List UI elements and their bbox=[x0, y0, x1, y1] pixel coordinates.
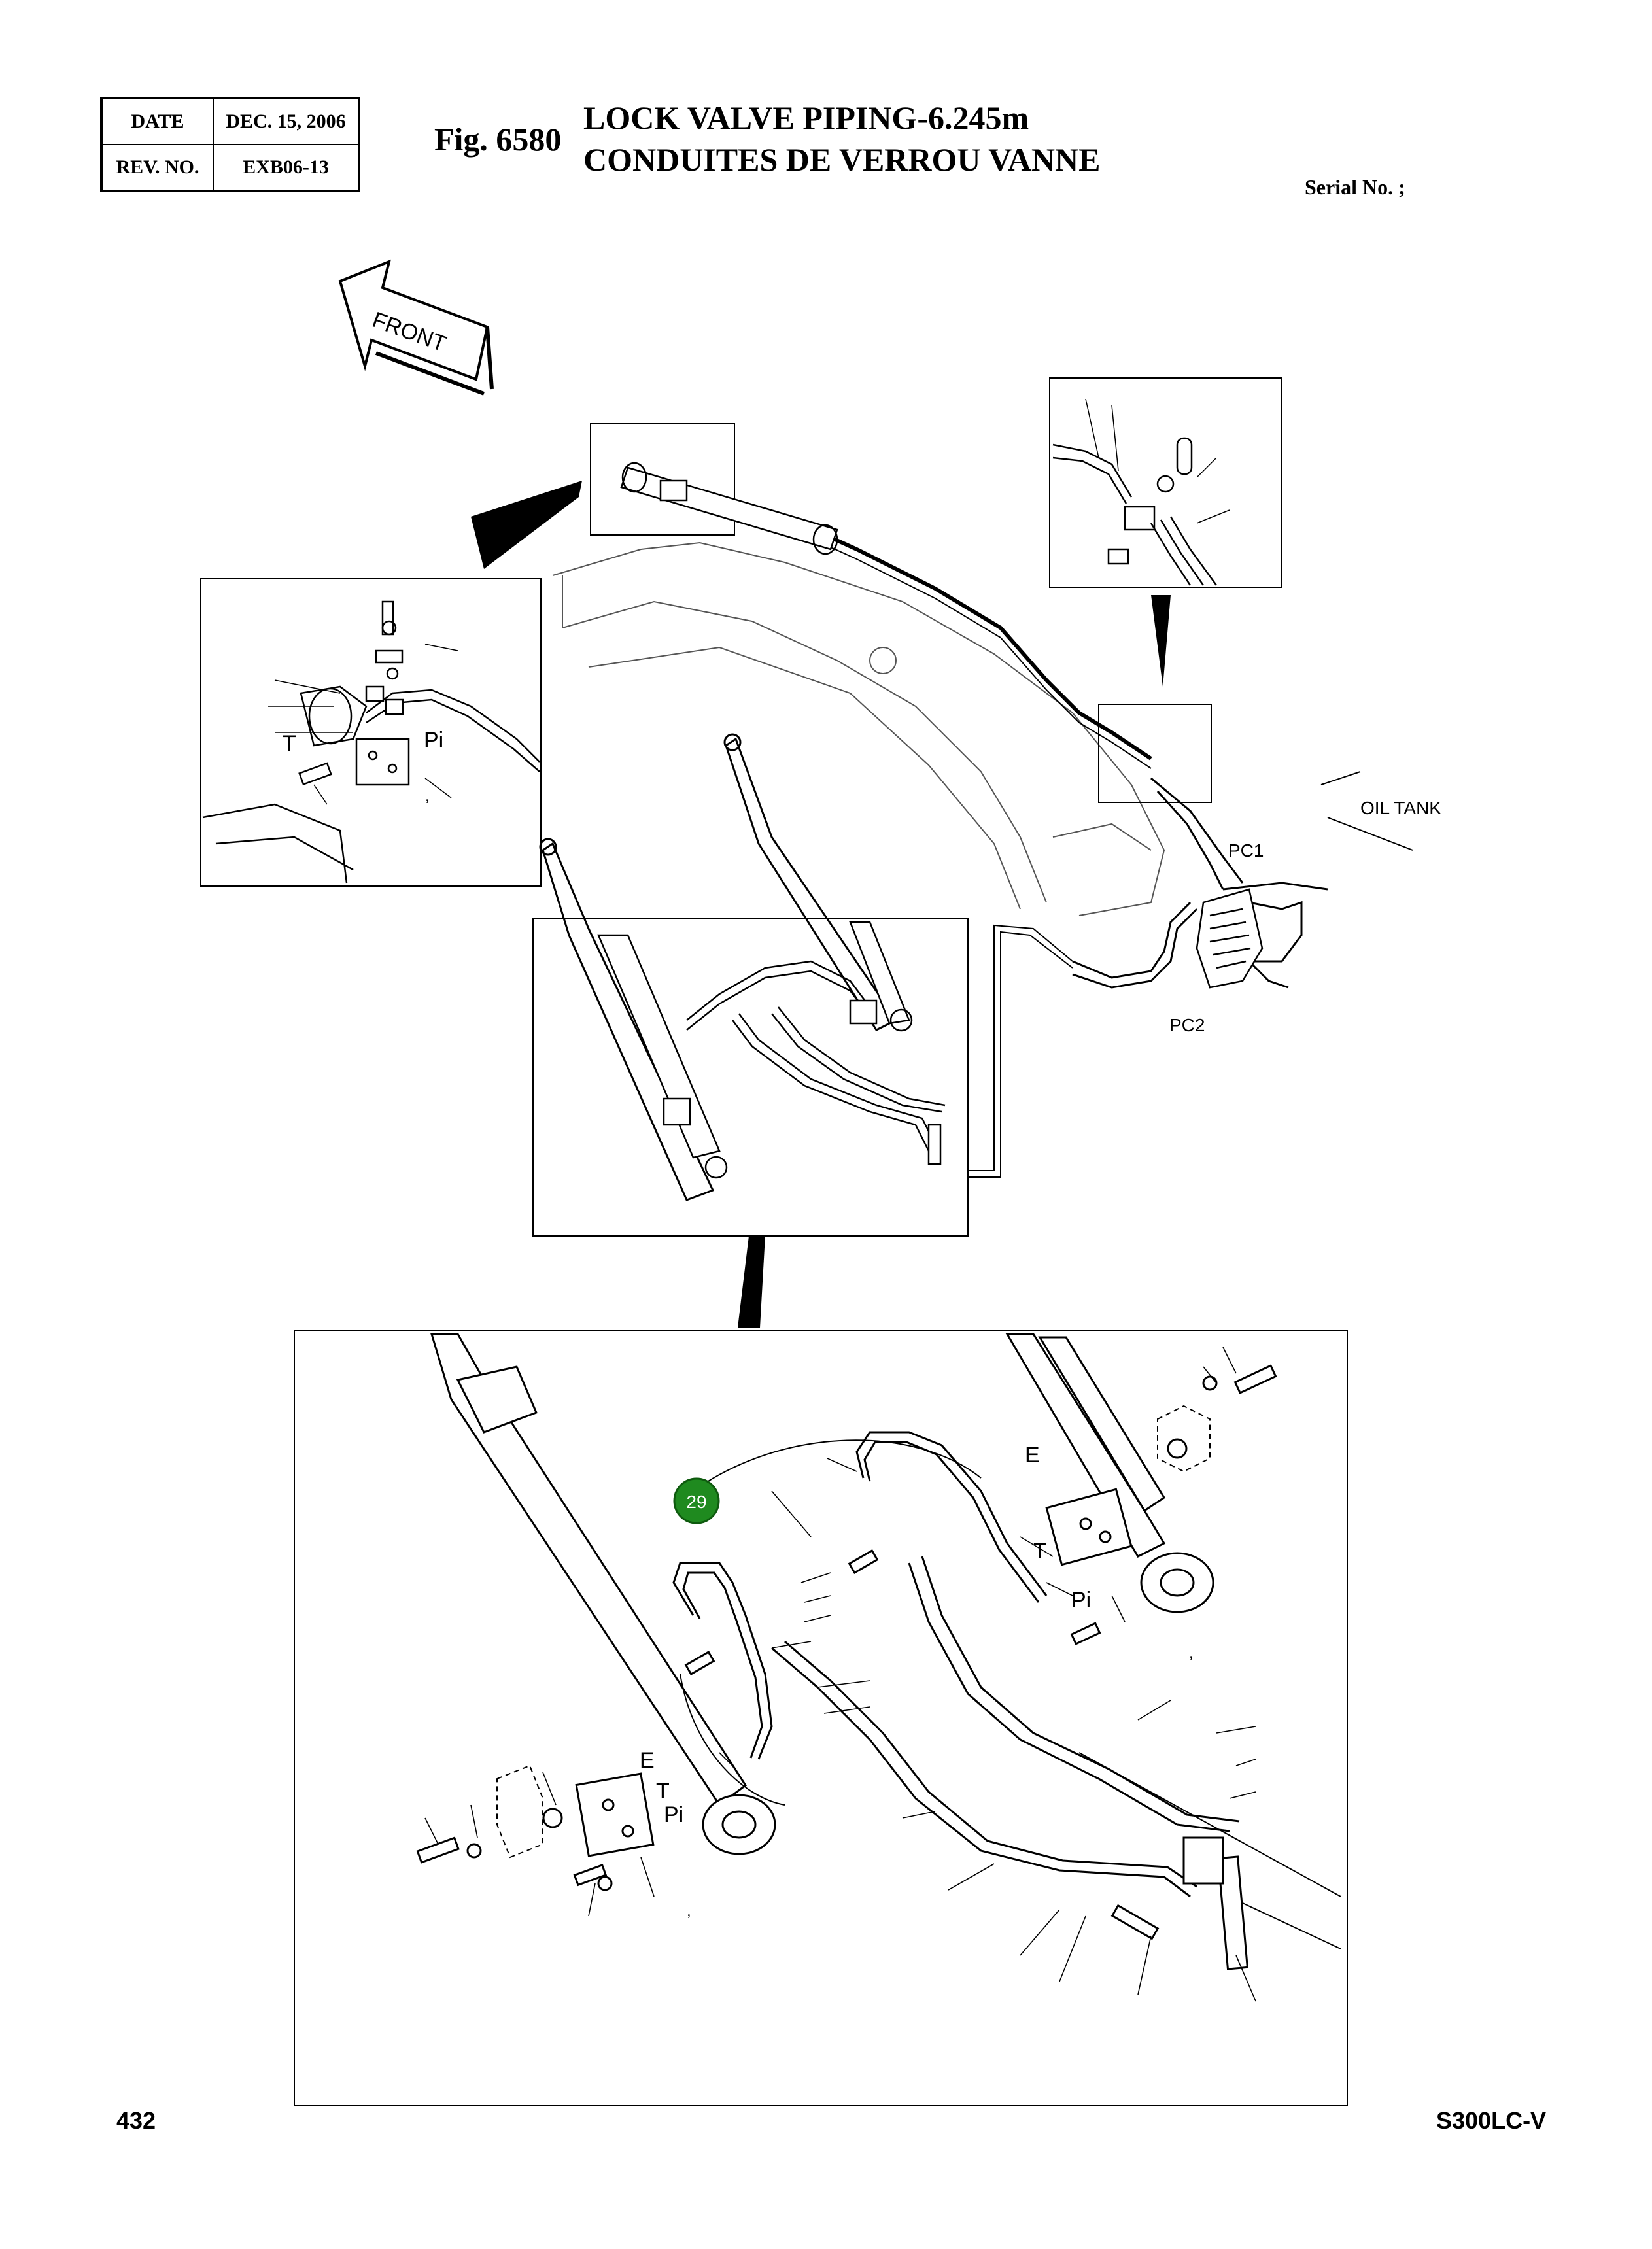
rev-label: REV. NO. bbox=[101, 144, 214, 192]
boom-cylinders bbox=[539, 733, 898, 1201]
leader-lines bbox=[424, 1347, 1256, 2002]
figure-number: Fig. 6580 bbox=[434, 121, 562, 158]
pi-label: Pi bbox=[424, 728, 443, 753]
rev-row: REV. NO. EXB06-13 bbox=[101, 144, 360, 192]
page-number: 432 bbox=[116, 2107, 156, 2134]
cylinders-detail bbox=[597, 921, 946, 1179]
title-english: LOCK VALVE PIPING-6.245m bbox=[583, 99, 1029, 136]
pc2-label: PC2 bbox=[1169, 1015, 1205, 1035]
pointer-arrow-icon bbox=[738, 1236, 765, 1328]
title-french: CONDUITES DE VERROU VANNE bbox=[583, 141, 1101, 178]
oil-tank-label: OIL TANK bbox=[1360, 798, 1441, 818]
detail-frame-fittings bbox=[1049, 377, 1282, 588]
e-label: E bbox=[1025, 1443, 1040, 1468]
front-arrow-icon bbox=[338, 259, 494, 396]
t-label: T bbox=[1033, 1539, 1047, 1564]
pointer-arrow-icon bbox=[471, 481, 582, 569]
comma-mark: , bbox=[1189, 1644, 1194, 1662]
control-valve-block bbox=[1196, 888, 1264, 989]
comma-mark: , bbox=[425, 787, 430, 805]
serial-number: Serial No. ; bbox=[1305, 175, 1405, 199]
callout-circle-icon bbox=[673, 1477, 720, 1524]
oil-tank-leader bbox=[1320, 771, 1361, 785]
detail-frame-boom-top bbox=[590, 423, 735, 536]
boom-structure bbox=[552, 541, 1165, 916]
t-label: T bbox=[283, 731, 296, 756]
model-number: S300LC-V bbox=[1436, 2107, 1547, 2134]
date-value: DEC. 15, 2006 bbox=[213, 97, 360, 145]
detail-frame-main bbox=[294, 1330, 1348, 2106]
e-label: E bbox=[640, 1748, 655, 1773]
fittings-detail bbox=[1052, 398, 1230, 586]
diagram-labels: FRONT OIL TANK PC1 PC2 T Pi , E T Pi , E… bbox=[283, 307, 1441, 1920]
pi-label: Pi bbox=[1071, 1588, 1091, 1613]
t-label: T bbox=[656, 1779, 670, 1804]
rev-value: EXB06-13 bbox=[213, 144, 360, 192]
boom-valve-detail bbox=[202, 600, 540, 884]
detail-frame-boom-valve bbox=[200, 578, 542, 887]
date-row: DATE DEC. 15, 2006 bbox=[101, 97, 360, 145]
revision-table: DATE DEC. 15, 2006 REV. NO. EXB06-13 bbox=[100, 97, 360, 192]
comma-mark: , bbox=[687, 1902, 691, 1920]
main-detail bbox=[416, 1333, 1341, 1970]
date-label: DATE bbox=[101, 97, 214, 145]
boom-top-cylinder bbox=[620, 462, 838, 555]
pointer-arrow-icon bbox=[1151, 595, 1171, 687]
callout-number: 29 bbox=[686, 1492, 706, 1512]
pi-label: Pi bbox=[664, 1802, 683, 1827]
callout-29[interactable]: 29 bbox=[673, 1477, 720, 1524]
connector-line bbox=[968, 924, 1073, 1171]
detail-frame-foot bbox=[1098, 704, 1212, 803]
pc1-label: PC1 bbox=[1228, 840, 1264, 861]
figure-title: LOCK VALVE PIPING-6.245m CONDUITES DE VE… bbox=[583, 97, 1100, 180]
